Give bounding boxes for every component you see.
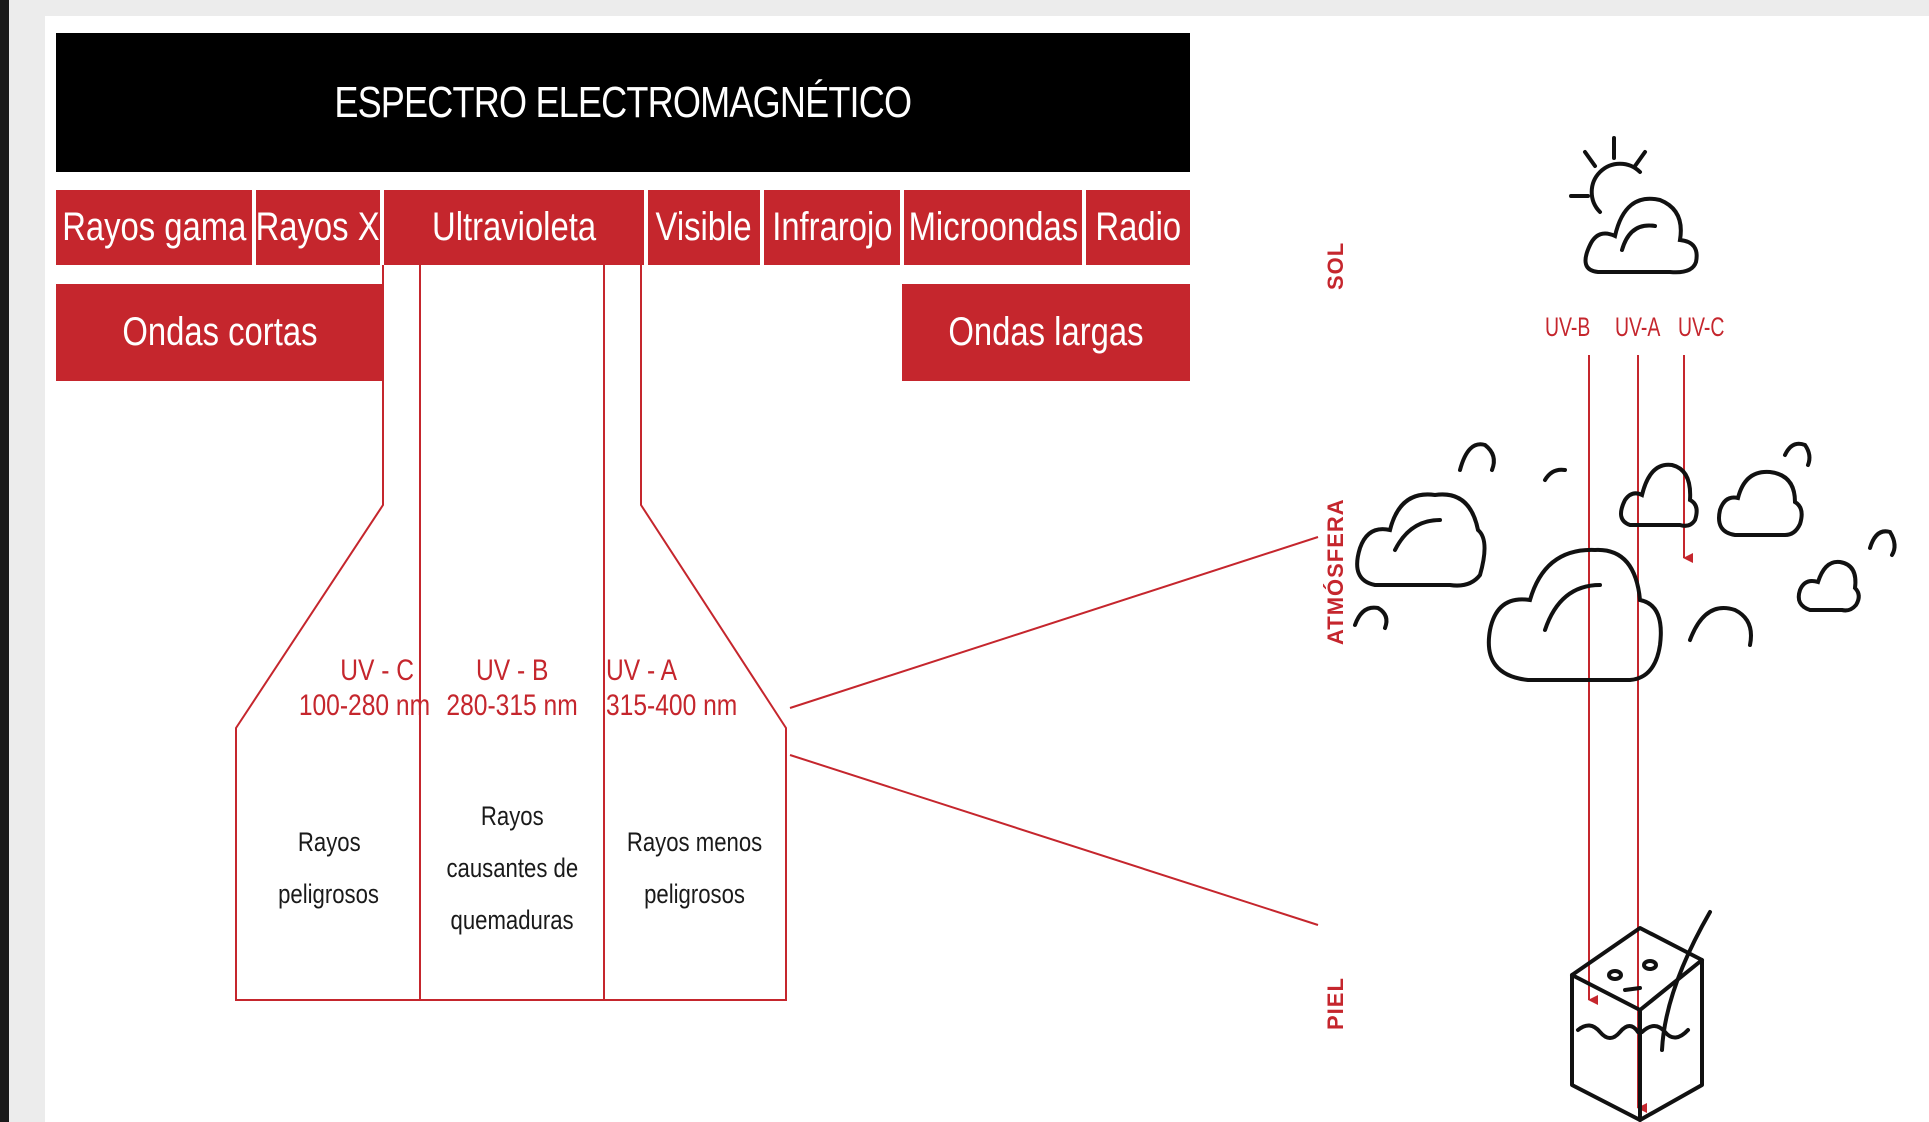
connector-skin (789, 754, 1319, 926)
uv-funnel-outline (235, 265, 787, 1001)
window-edge (0, 0, 9, 1122)
band-gamma: Rayos gama (56, 190, 252, 265)
uva-range: 315-400 nm (606, 689, 738, 722)
label-sun: SOL (1323, 241, 1348, 290)
uvb-label: UV - B (475, 654, 549, 687)
band-infrared: Infrarojo (764, 190, 900, 265)
connector-atmosphere (789, 536, 1319, 709)
band-ultraviolet: Ultravioleta (384, 190, 644, 265)
ray-uvb-label: UV-B (1545, 312, 1591, 342)
long-waves-bar: Ondas largas (902, 284, 1190, 381)
band-xray: Rayos X (256, 190, 380, 265)
skin-cross-section-icon (1570, 910, 1712, 1122)
band-microwaves: Microondas (904, 190, 1082, 265)
uva-label: UV - A (606, 654, 678, 687)
ray-uvc-label: UV-C (1678, 312, 1725, 342)
short-waves-bar: Ondas cortas (56, 284, 384, 381)
label-skin: PIEL (1323, 977, 1348, 1030)
uvb-description: Rayos causantes de quemaduras (446, 801, 578, 935)
uvc-range: 100-280 nm (298, 689, 431, 722)
uvc-label: UV - C (340, 654, 414, 687)
page-title: ESPECTRO ELECTROMAGNÉTICO (56, 33, 1190, 172)
uvb-range: 280-315 nm (446, 689, 578, 722)
band-visible: Visible (648, 190, 760, 265)
sun-cloud-icon (1569, 136, 1699, 275)
uva-description: Rayos menos peligrosos (627, 827, 763, 909)
uvc-description: Rayos peligrosos (278, 827, 380, 909)
label-atmosphere: ATMÓSFERA (1323, 498, 1348, 645)
cloud-icon (1353, 441, 1897, 682)
ray-uva-label: UV-A (1615, 312, 1661, 342)
band-radio: Radio (1086, 190, 1190, 265)
